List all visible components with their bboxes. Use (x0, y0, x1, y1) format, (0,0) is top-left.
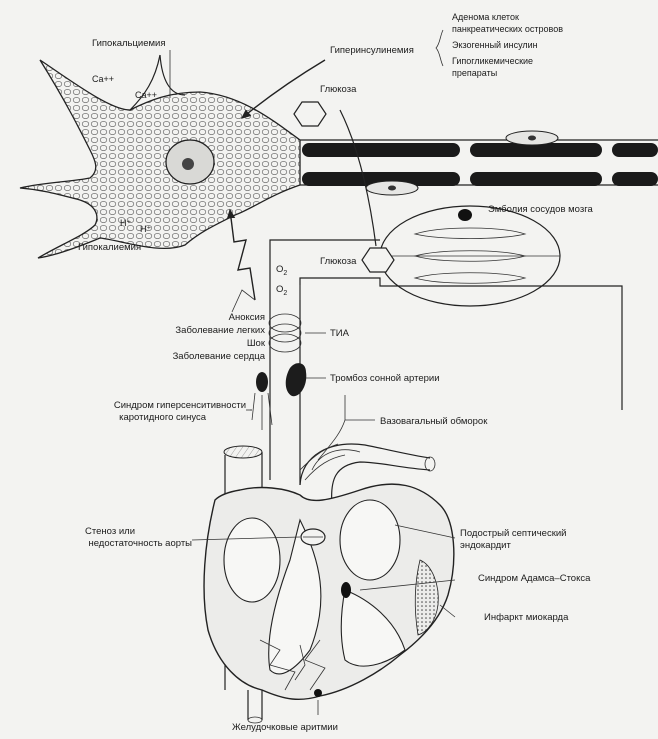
label-hyperins-cause-3: Экзогенный инсулин (452, 40, 538, 50)
label-o2-2: O2 (276, 284, 287, 297)
label-heart-disease: Заболевание сердца (173, 351, 266, 362)
label-endocarditis-2: эндокардит (460, 540, 511, 551)
label-ca-1: Ca++ (92, 74, 114, 84)
label-hyperins-cause-4: Гипогликемические (452, 56, 533, 66)
label-aortic-1: Стеноз или (85, 526, 135, 537)
label-hypocalcemia: Гипокальциемия (92, 38, 166, 49)
cerebral-vessel (380, 206, 560, 306)
neuron-body (20, 60, 300, 258)
label-glucose-top: Глюкоза (320, 84, 357, 95)
embolus (458, 209, 472, 221)
carotid-thrombus (286, 363, 307, 396)
label-hyperins-cause-1: Аденома клеток (452, 12, 519, 22)
label-lung-disease: Заболевание легких (175, 325, 265, 336)
anoxia-arrow (230, 210, 255, 300)
axon (300, 131, 658, 195)
label-vasovagal: Вазовагальный обморок (380, 416, 488, 427)
causes-brace (436, 30, 443, 66)
label-h-ion-2: H⁺ (140, 224, 151, 234)
tia-rings (269, 314, 301, 352)
label-shock: Шок (247, 338, 266, 349)
label-hypokalemia: Гипокалиемия (78, 242, 141, 253)
label-thrombosis: Тромбоз сонной артерии (330, 373, 440, 384)
myelin-sheath-1 (302, 143, 460, 157)
label-anoxia: Аноксия (229, 312, 265, 323)
vasovagal-nerve (318, 395, 375, 460)
dendrite-top-2 (160, 55, 185, 95)
label-hyperins-cause-5: препараты (452, 68, 497, 78)
neuron (20, 55, 300, 258)
glucose-hexagon-top (294, 102, 326, 126)
label-arrhythmia: Желудочковые аритмии (232, 722, 338, 733)
label-aortic-2: недостаточность аорты (88, 538, 192, 549)
label-carotid-syndrome-1: Синдром гиперсенситивности (114, 400, 246, 411)
myelin-sheath-4 (470, 172, 602, 186)
label-o2-1: O2 (276, 264, 287, 277)
heart (204, 444, 454, 723)
av-node (341, 582, 351, 598)
label-adams-stokes: Синдром Адамса–Стокса (478, 573, 591, 584)
label-hyperinsulinemia: Гиперинсулинемия (330, 45, 414, 56)
label-embolism: Эмболия сосудов мозга (488, 204, 593, 215)
carotid-sinus (256, 372, 268, 392)
label-tia: ТИА (330, 328, 350, 339)
label-glucose-mid: Глюкоза (320, 256, 357, 267)
label-h-ion-1: H⁺ (120, 218, 131, 228)
label-infarction: Инфаркт миокарда (484, 612, 569, 623)
arrhythmia-focus (314, 689, 322, 697)
label-hyperins-cause-2: панкреатических островов (452, 24, 563, 34)
label-endocarditis-1: Подострый септический (460, 528, 566, 539)
label-ca-2: Ca++ (135, 90, 157, 100)
label-carotid-syndrome-2: каротидного синуса (119, 412, 207, 423)
